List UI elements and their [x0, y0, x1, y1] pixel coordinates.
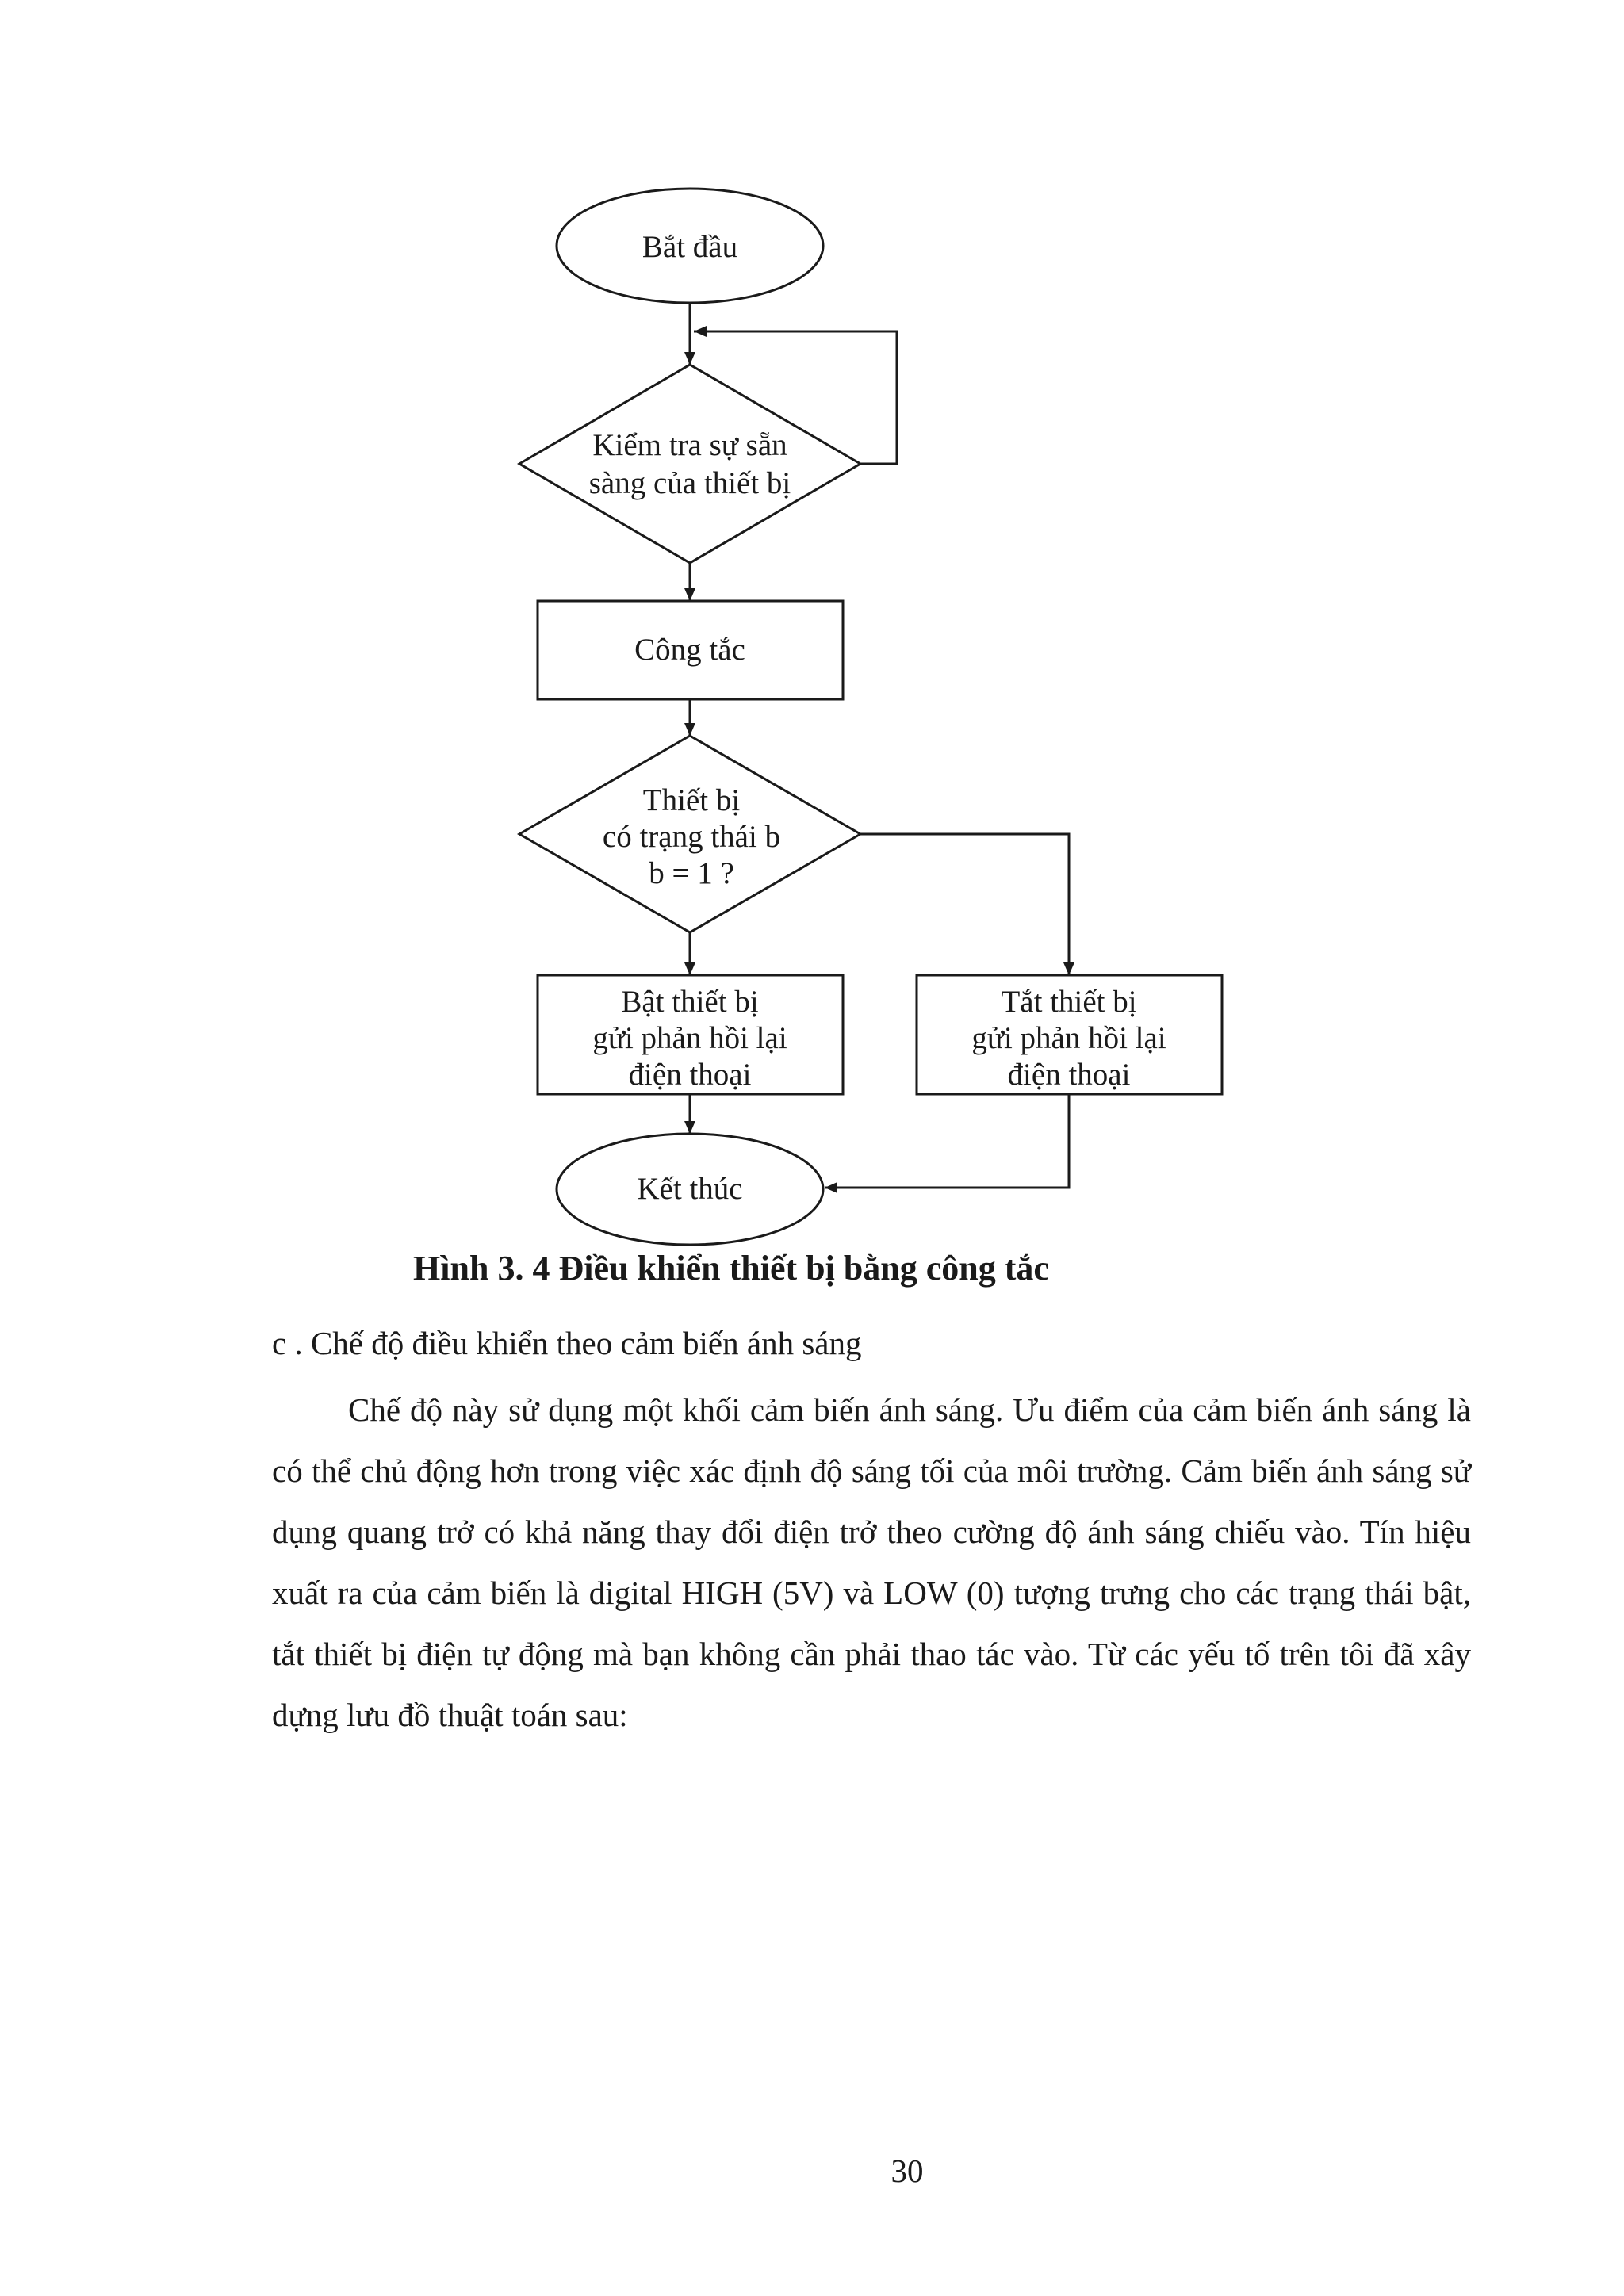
page-number: 30: [891, 2152, 924, 2189]
start-label: Bắt đầu: [642, 230, 737, 264]
connector-off-to-end: [825, 1094, 1071, 1193]
end-terminator: [555, 1132, 825, 1246]
body-paragraph: Chế độ này sử dụng một khối cảm biến ánh…: [272, 1391, 1471, 1733]
section-heading: c . Chế độ điều khiển theo cảm biến ánh …: [272, 1325, 862, 1361]
switch-label: Công tắc: [634, 633, 745, 667]
figure-caption-text: Hình 3. 4 Điều khiển thiết bị bằng công …: [413, 1249, 1049, 1288]
off-label-line-3: điện thoại: [1008, 1058, 1131, 1092]
connector-loop-back: [694, 326, 898, 465]
off-label-line-2: gửi phản hồi lại: [971, 1021, 1166, 1055]
decision-label-line-3: b = 1 ?: [649, 856, 734, 890]
on-label-line-2: gửi phản hồi lại: [592, 1021, 787, 1055]
figure-caption: Hình 3. 4 Điều khiển thiết bị bằng công …: [109, 1246, 1624, 1291]
on-label-line-3: điện thoại: [629, 1058, 752, 1092]
connector-decision-to-off: [860, 832, 1074, 975]
end-label: Kết thúc: [637, 1172, 742, 1206]
check-label-line-2: sàng của thiết bị: [589, 466, 791, 500]
off-label-line-1: Tắt thiết bị: [1001, 985, 1136, 1019]
on-label-line-1: Bật thiết bị: [621, 985, 758, 1019]
check-readiness-diamond: [517, 363, 863, 564]
decision-label-line-1: Thiết bị: [643, 783, 741, 817]
check-label-line-1: Kiểm tra sự sẵn: [592, 428, 787, 462]
flowchart: Bắt đầu Kiểm tra sự sẵn sàng của thiết b…: [516, 187, 1224, 1246]
decision-label-line-2: có trạng thái b: [603, 820, 780, 854]
